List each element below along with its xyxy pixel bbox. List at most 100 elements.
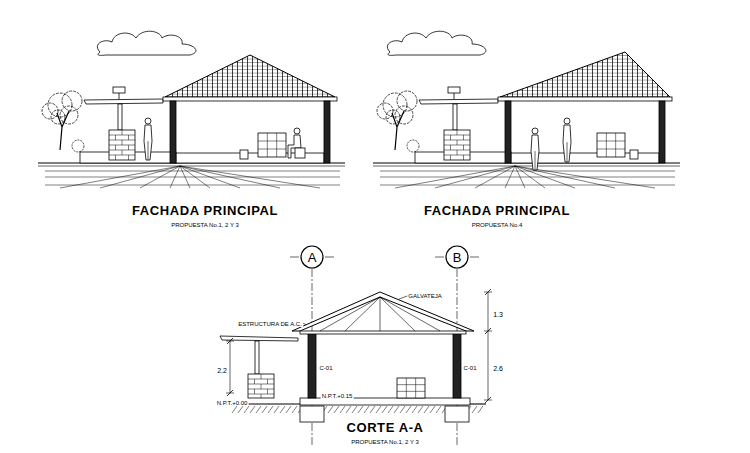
brick-joint	[450, 145, 451, 150]
person-head	[145, 118, 151, 124]
person-head	[294, 128, 300, 134]
sign-post	[454, 93, 455, 99]
annotation-text: GALVATEJA	[407, 293, 442, 299]
table-line	[276, 133, 277, 157]
annotation: PROPUESTA No.4	[471, 214, 524, 230]
dimension-tick	[227, 390, 233, 396]
drawing-title: CORTE A-A	[345, 419, 424, 435]
annotation-text: C-01	[318, 365, 333, 371]
tree-crown	[377, 103, 393, 119]
annotation: 2.2	[216, 360, 228, 376]
soil-hatch	[430, 406, 435, 413]
perspective-line	[505, 166, 515, 188]
brick-joint	[128, 145, 129, 150]
grid-bubble: B	[445, 245, 469, 269]
tree-crown	[386, 110, 400, 124]
person-leg	[148, 141, 149, 160]
title-text: FACHADA PRINCIPAL	[131, 204, 279, 217]
brick-joint	[115, 135, 116, 140]
brick-column	[444, 130, 470, 160]
brick-joint	[115, 155, 116, 160]
perspective-line	[180, 166, 320, 188]
soil-hatch	[274, 406, 279, 413]
cloud	[97, 31, 196, 55]
dimension-tick	[485, 397, 491, 403]
soil-hatch	[286, 406, 291, 413]
ground-line	[468, 403, 486, 404]
soil-hatch	[292, 406, 297, 413]
soil-hatch	[388, 406, 393, 413]
annotation-text: C-01	[462, 365, 477, 371]
table	[258, 133, 286, 157]
brick-joint	[122, 140, 123, 145]
annotation-text: PROPUESTA No.1, 2 Y 3	[350, 439, 420, 445]
soil-hatch	[334, 406, 339, 413]
annotation: C-01	[318, 357, 333, 373]
soil-hatch	[382, 406, 387, 413]
roof-fascia	[498, 97, 672, 101]
drawing-title: FACHADA PRINCIPAL	[423, 202, 571, 218]
tree-crown	[60, 106, 78, 124]
facade-elevation	[373, 52, 680, 188]
sign-post	[119, 93, 120, 99]
column	[659, 101, 665, 163]
person-body	[144, 125, 152, 160]
brick-column	[109, 130, 135, 160]
annotation: PROPUESTA No.1, 2 Y 3	[170, 214, 240, 230]
paving-line	[380, 177, 675, 178]
brick-joint	[450, 155, 451, 160]
soil-hatch	[412, 406, 417, 413]
column	[308, 332, 316, 398]
tree-crown	[395, 106, 413, 124]
rafter	[320, 297, 380, 331]
brick-joint	[267, 389, 268, 394]
shelter-roof	[220, 336, 298, 341]
soil-hatch	[268, 406, 273, 413]
column	[453, 332, 461, 398]
perspective-line	[60, 166, 180, 188]
annotation: C-01	[462, 357, 477, 373]
annotation-text: PROPUESTA No.1, 2 Y 3	[170, 222, 240, 228]
brick-joint	[463, 135, 464, 140]
ground-line	[373, 166, 680, 167]
dimension-line	[230, 341, 231, 393]
tie-beam	[300, 331, 466, 334]
brick-joint	[122, 150, 123, 155]
annotation: ESTRUCTURA DE A.C.	[237, 313, 303, 329]
table-line	[258, 149, 286, 150]
table-line	[397, 384, 425, 385]
soil-hatch	[280, 406, 285, 413]
grid-bubble: A	[300, 245, 324, 269]
soil-hatch	[376, 406, 381, 413]
title-text: CORTE A-A	[345, 421, 424, 434]
column	[505, 101, 511, 163]
grid-tick	[325, 257, 334, 258]
bubble-circle	[446, 246, 468, 268]
table-line	[597, 149, 625, 150]
soil-hatch	[352, 406, 357, 413]
tree-crown	[42, 103, 58, 119]
annotation-text: 2.2	[216, 367, 228, 374]
annotation-text: 1.3	[492, 311, 504, 318]
person-body	[563, 125, 571, 162]
table-line	[597, 141, 625, 142]
grid-tick	[435, 257, 444, 258]
brick-joint	[457, 140, 458, 145]
paving-line	[45, 177, 340, 178]
table-line	[397, 391, 425, 392]
table-line	[258, 141, 286, 142]
annotation-text: ESTRUCTURA DE A.C.	[237, 321, 303, 327]
paving-line	[380, 185, 675, 186]
perspective-line	[515, 166, 615, 188]
brick-joint	[122, 130, 123, 135]
shelter-sign	[113, 87, 125, 93]
perspective-line	[435, 166, 515, 188]
soil-hatch	[244, 406, 249, 413]
soil-hatch	[418, 406, 423, 413]
dimension-tick	[485, 328, 491, 334]
annotation-text: N.P.T.+0.00	[216, 400, 249, 406]
brick-joint	[254, 379, 255, 384]
soil-hatch	[346, 406, 351, 413]
shelter-post	[118, 104, 122, 130]
soil-hatch	[364, 406, 369, 413]
